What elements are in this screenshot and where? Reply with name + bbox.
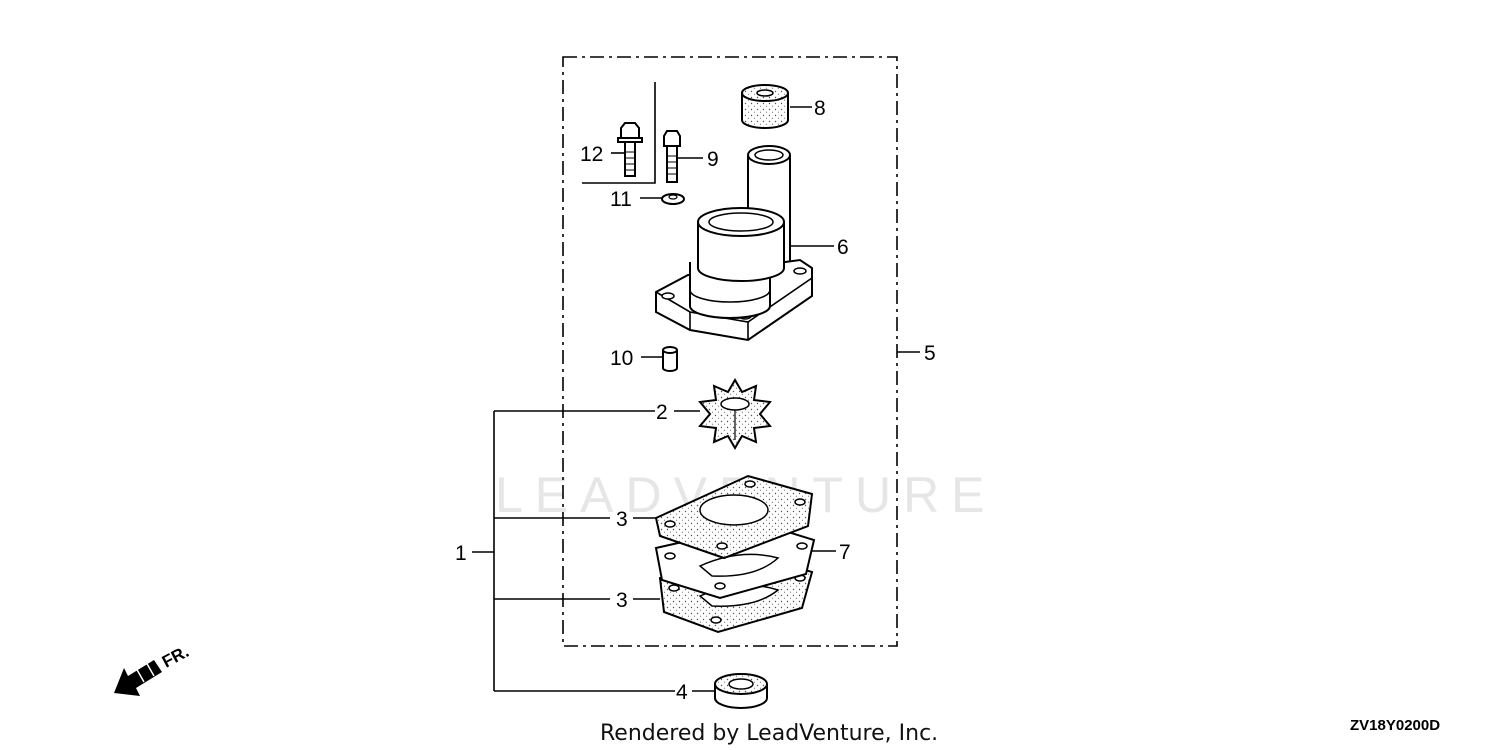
leader-lines — [611, 106, 920, 692]
gasket-part-3-upper — [654, 474, 814, 560]
grommet-part-8 — [741, 84, 789, 129]
callout-9: 9 — [707, 148, 719, 171]
washer-part-11 — [661, 193, 685, 205]
callout-7: 7 — [839, 541, 851, 564]
callout-5: 5 — [924, 342, 936, 365]
footer-credit: Rendered by LeadVenture, Inc. — [600, 721, 938, 746]
front-marker: FR. — [114, 642, 192, 696]
callout-10: 10 — [610, 347, 633, 370]
pump-housing-part-6 — [655, 145, 813, 342]
callout-3-upper: 3 — [616, 508, 628, 531]
callout-6: 6 — [837, 236, 849, 259]
diagram-code: ZV18Y0200D — [1350, 717, 1440, 734]
callout-11: 11 — [610, 188, 632, 211]
callout-8: 8 — [814, 97, 826, 120]
dowel-pin-part-10 — [662, 346, 678, 372]
impeller-part-2 — [698, 378, 772, 450]
bolt-part-12 — [617, 122, 643, 177]
front-marker-label: FR. — [159, 642, 192, 672]
bolt-subframe — [582, 82, 656, 184]
bolt-part-9 — [663, 130, 681, 183]
callout-12: 12 — [580, 143, 603, 166]
callout-4: 4 — [676, 681, 688, 704]
callout-3-lower: 3 — [616, 589, 628, 612]
callout-2: 2 — [656, 401, 668, 424]
seal-part-4 — [714, 673, 768, 709]
bracket-part-1 — [472, 410, 675, 692]
callout-1: 1 — [455, 542, 467, 565]
arrow-down-left-icon — [114, 660, 162, 696]
